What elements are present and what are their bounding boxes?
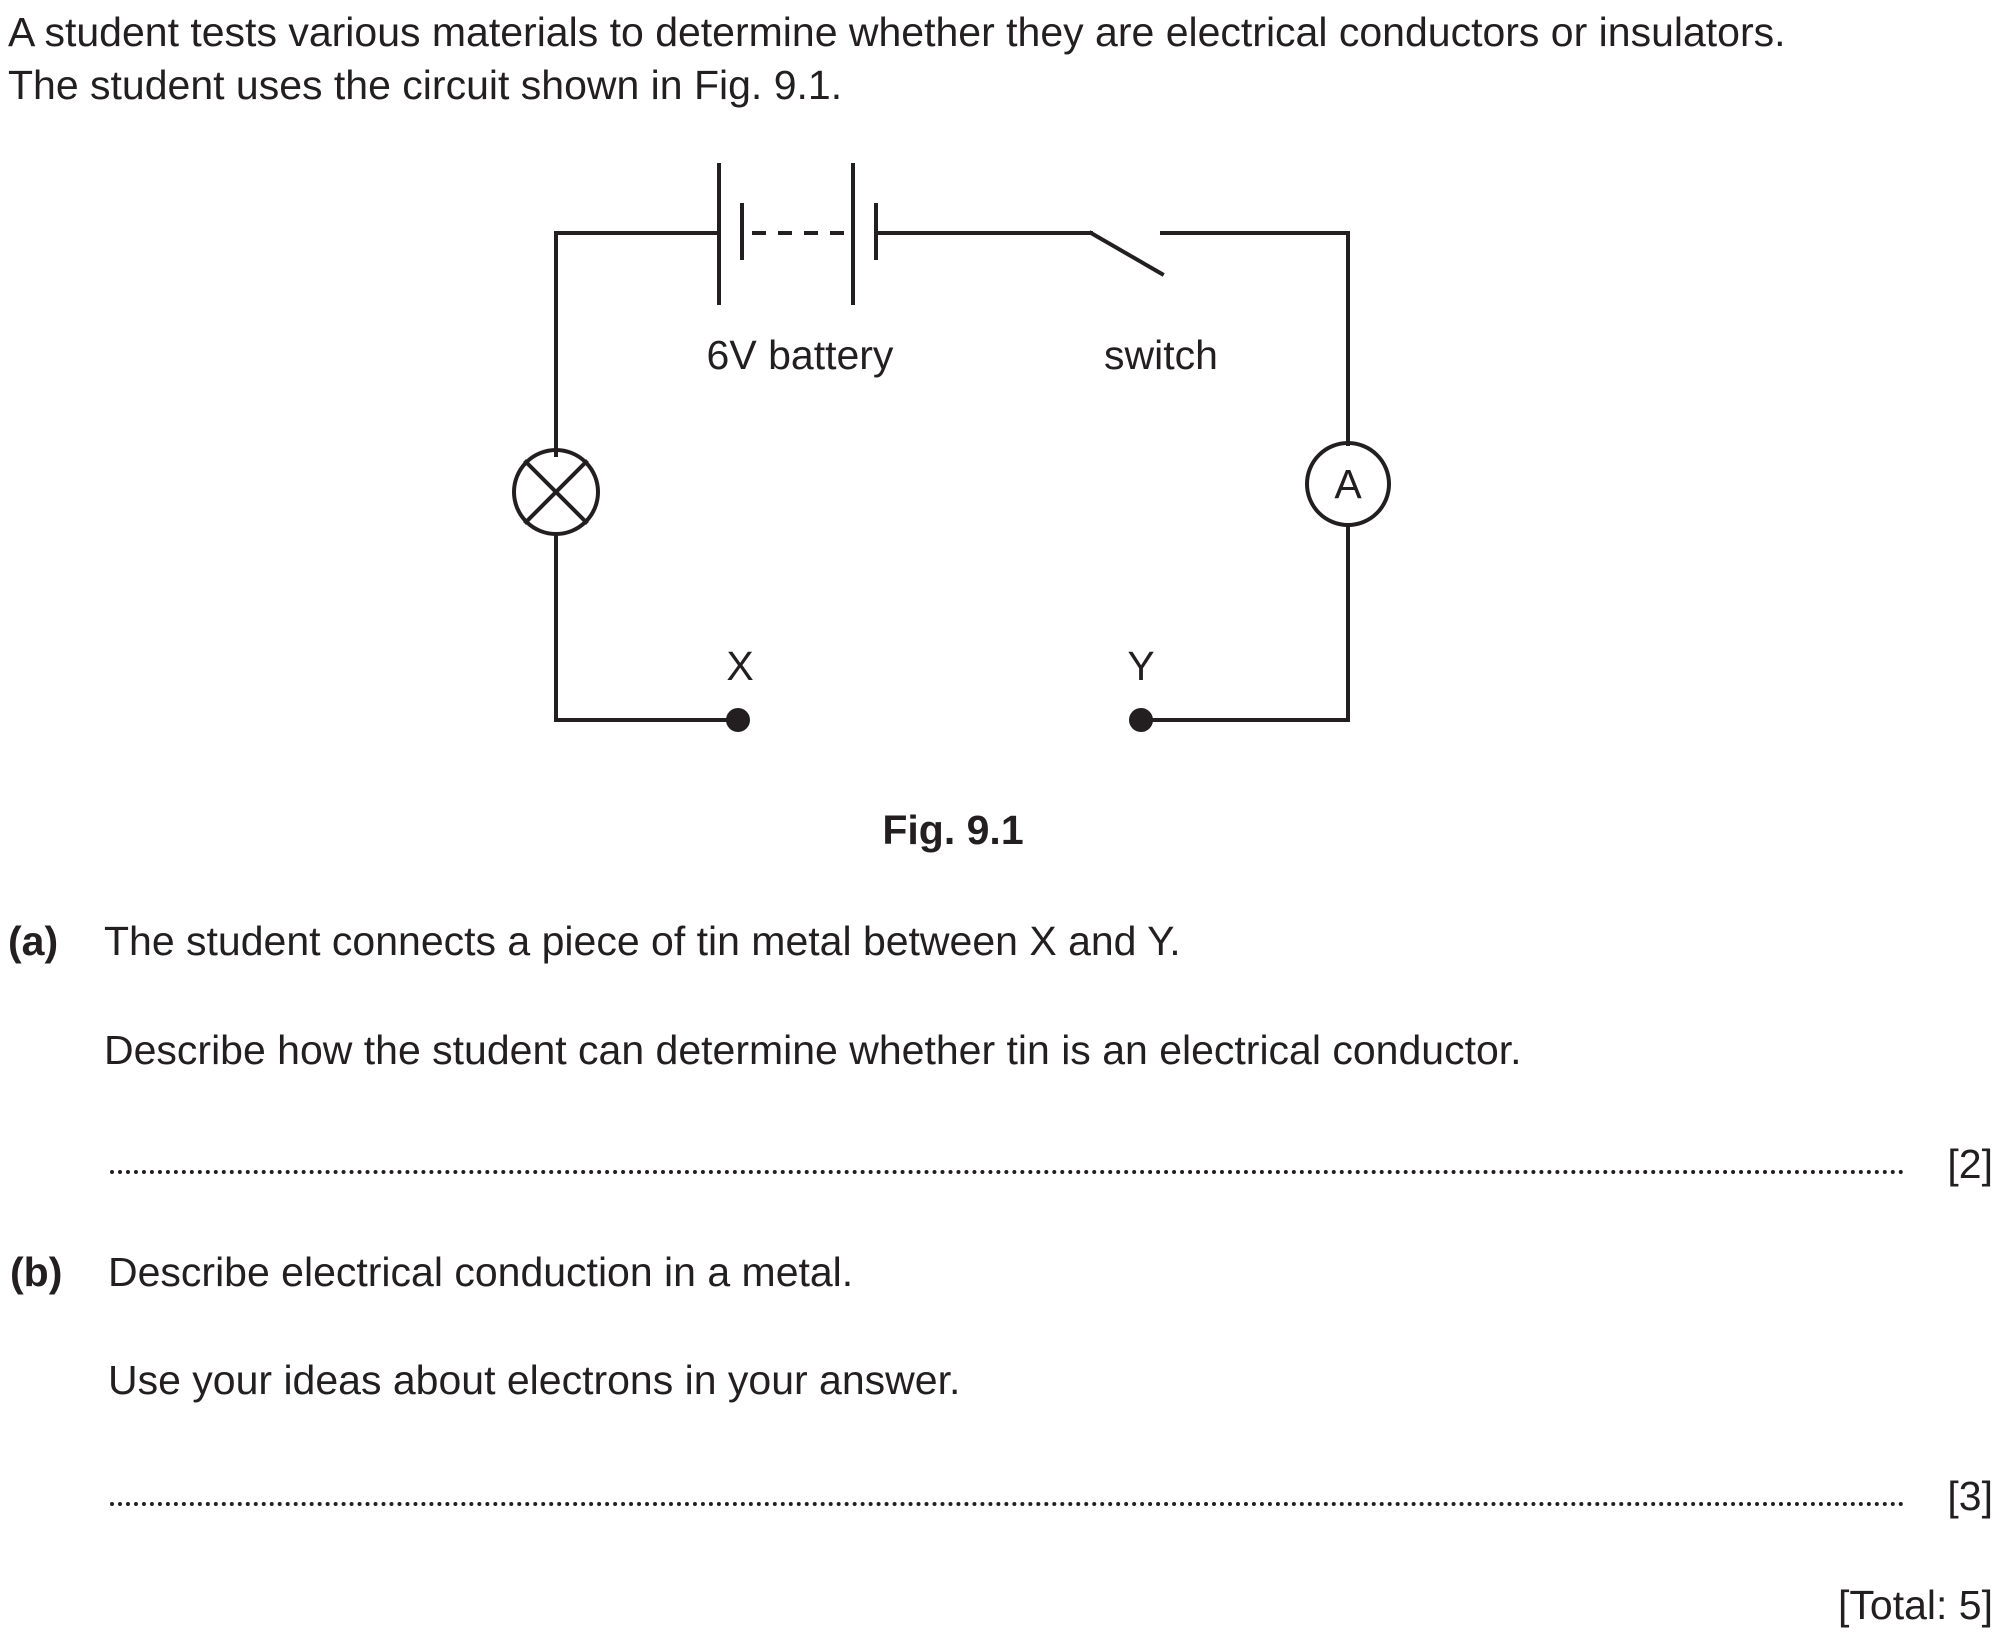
part-a-answer-line[interactable] <box>110 1170 1905 1174</box>
wire-top-left <box>554 231 721 457</box>
total-marks: [Total: 5] <box>1838 1582 1993 1628</box>
part-a-marks: [2] <box>1947 1141 1993 1187</box>
wire-bottom-right <box>1139 523 1350 722</box>
switch-blade <box>1088 230 1165 277</box>
ammeter-label: A <box>1334 461 1362 507</box>
part-b-answer-line[interactable] <box>110 1502 1905 1506</box>
part-b-label: (b) <box>10 1249 63 1295</box>
intro-line-2: The student uses the circuit shown in Fi… <box>8 62 843 108</box>
wire-bottom-left <box>554 532 740 722</box>
part-b-text-2: Use your ideas about electrons in your a… <box>108 1357 961 1403</box>
terminal-y <box>1129 708 1153 732</box>
part-a-text-1: The student connects a piece of tin meta… <box>104 918 1181 964</box>
intro-line-1: A student tests various materials to det… <box>8 9 1786 55</box>
wire-top-right <box>1160 231 1350 446</box>
part-a-text-2: Describe how the student can determine w… <box>104 1027 1522 1073</box>
part-b-text-1: Describe electrical conduction in a meta… <box>108 1249 854 1295</box>
terminal-y-label: Y <box>1127 643 1154 689</box>
part-b-marks: [3] <box>1947 1473 1993 1519</box>
figure-caption: Fig. 9.1 <box>882 807 1024 853</box>
battery-label: 6V battery <box>707 332 894 378</box>
switch-label: switch <box>1104 332 1218 378</box>
circuit-diagram: A 6V battery switch X Y <box>512 163 1391 732</box>
part-a-label: (a) <box>8 918 59 964</box>
terminal-x <box>726 708 750 732</box>
terminal-x-label: X <box>726 643 753 689</box>
